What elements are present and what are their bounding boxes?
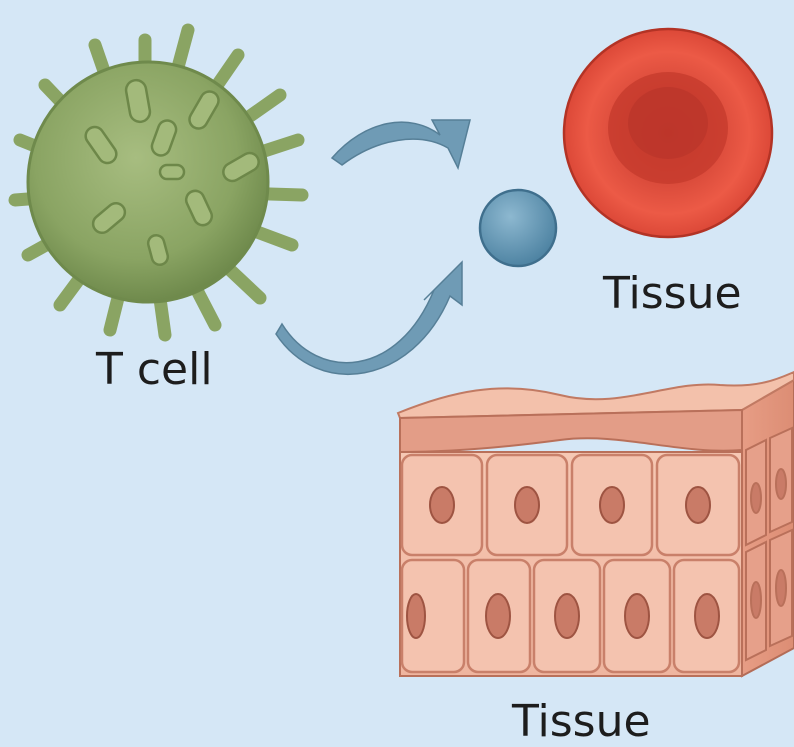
- red-cell-label: Tissue: [603, 272, 742, 316]
- tissue-block: [398, 372, 794, 676]
- arrows: [276, 120, 470, 374]
- molecule-circle: [480, 190, 556, 266]
- tissue-top-layer: [400, 410, 742, 452]
- t-cell-label: T cell: [96, 348, 213, 392]
- lower-arrow: [276, 262, 462, 374]
- red-blood-cell: [564, 29, 772, 237]
- tissue-label: Tissue: [512, 700, 651, 744]
- t-cell: [15, 30, 302, 335]
- upper-arrow: [332, 120, 470, 168]
